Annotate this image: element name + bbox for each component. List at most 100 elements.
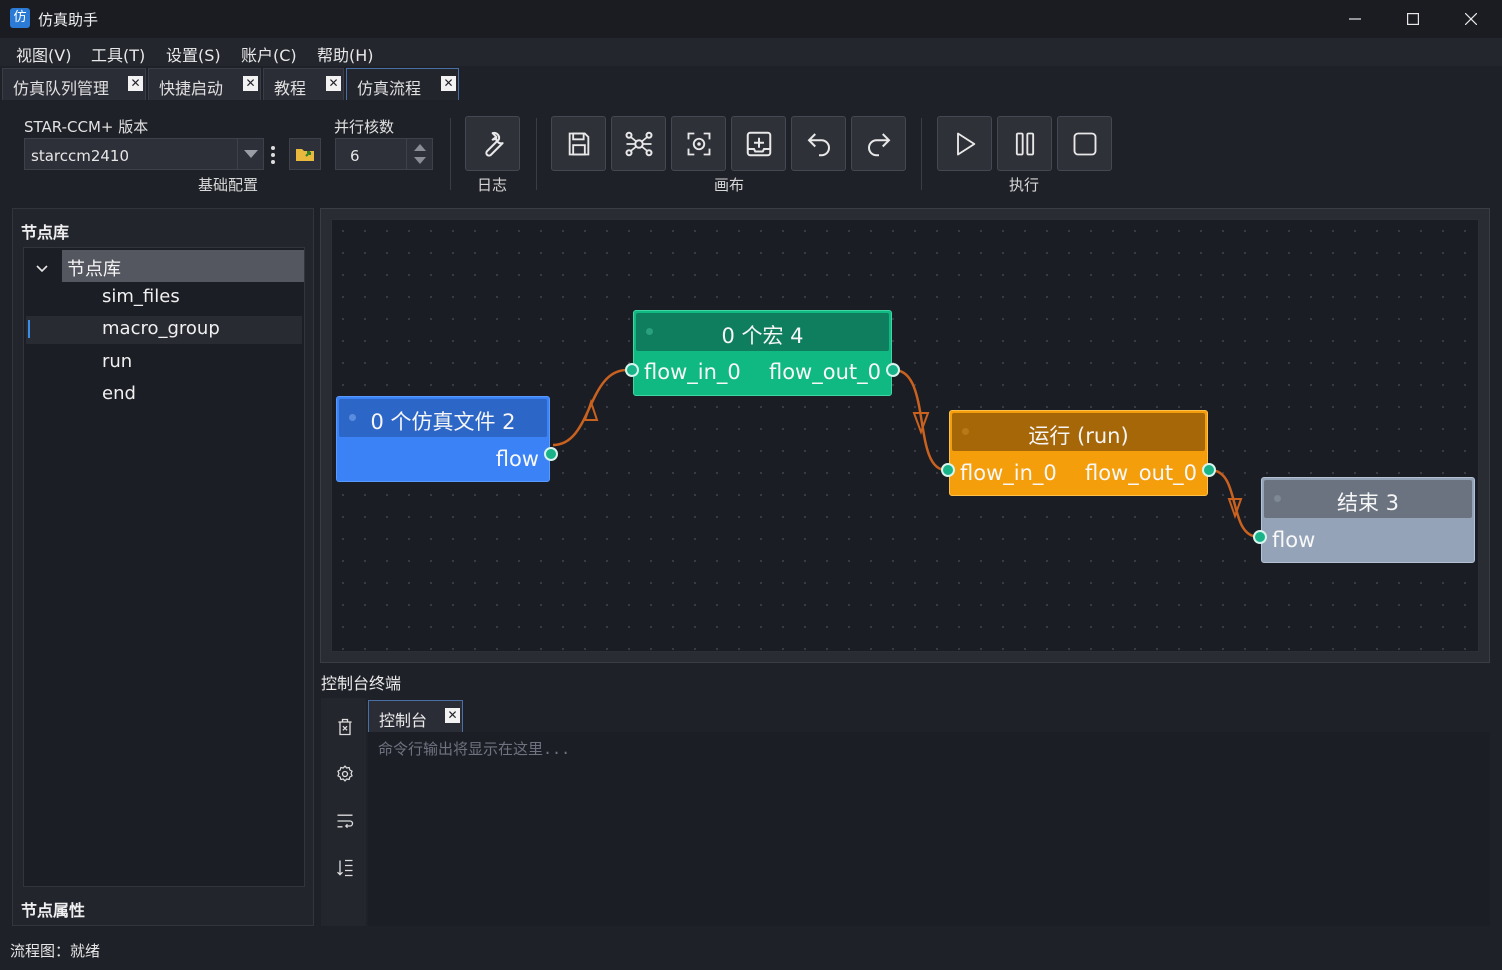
status-text: 流程图：就绪 <box>10 942 101 960</box>
fit-view-button[interactable] <box>671 116 726 171</box>
redo-button[interactable] <box>851 116 906 171</box>
menu-view[interactable]: 视图(V) <box>16 46 72 65</box>
edge-arrow <box>912 412 930 435</box>
add-node-button[interactable] <box>731 116 786 171</box>
minimize-button[interactable] <box>1326 0 1384 38</box>
node-status-dot <box>1274 495 1281 502</box>
menu-tools[interactable]: 工具(T) <box>91 46 146 65</box>
node-status-dot <box>962 428 969 435</box>
port-label-out: flow_out_0 <box>768 360 881 384</box>
version-select[interactable]: starccm2410 <box>24 138 264 170</box>
tree-root-label: 节点库 <box>67 259 121 280</box>
pause-button[interactable] <box>997 116 1052 171</box>
save-icon <box>568 132 589 155</box>
node-end[interactable]: 结束 3 flow <box>1253 477 1475 563</box>
more-options-icon[interactable] <box>270 144 276 166</box>
port-label-in: flow_in_0 <box>644 360 741 384</box>
toolbar-separator <box>921 118 922 190</box>
port-label-flow: flow <box>495 447 539 471</box>
browse-folder-button[interactable] <box>289 138 321 170</box>
input-port[interactable] <box>1253 530 1267 544</box>
tree-item-sim-files[interactable]: sim_files <box>26 284 302 312</box>
clear-console-icon[interactable] <box>334 716 356 738</box>
scroll-to-end-icon[interactable] <box>334 857 356 879</box>
output-port[interactable] <box>1202 463 1216 477</box>
tab-queue-management[interactable]: 仿真队列管理 ✕ <box>2 68 146 100</box>
tab-sim-flow[interactable]: 仿真流程 ✕ <box>346 68 459 100</box>
network-icon <box>625 131 652 156</box>
version-value: starccm2410 <box>31 147 130 165</box>
toolbar: STAR-CCM+ 版本 starccm2410 并行核数 6 基础配置 日志 <box>0 100 1502 200</box>
gear-icon[interactable] <box>334 763 356 785</box>
tab-label: 仿真流程 <box>357 79 422 98</box>
input-port[interactable] <box>625 363 639 377</box>
run-button[interactable] <box>937 116 992 171</box>
node-macro-group[interactable]: 0 个宏 4 flow_in_0 flow_out_0 <box>625 310 900 396</box>
status-bar: 流程图：就绪 <box>0 930 1502 970</box>
port-label-out: flow_out_0 <box>1084 461 1197 485</box>
menu-bar: 视图(V) 工具(T) 设置(S) 账户(C) 帮助(H) <box>0 38 1502 66</box>
node-title: 0 个仿真文件 2 <box>370 410 516 434</box>
node-properties-title: 节点属性 <box>21 901 86 920</box>
input-port[interactable] <box>941 463 955 477</box>
edge-arrow <box>583 398 599 421</box>
main-tab-bar: 仿真队列管理 ✕ 快捷启动 ✕ 教程 ✕ 仿真流程 ✕ <box>0 66 1502 100</box>
tree-item-end[interactable]: end <box>26 381 302 409</box>
close-icon[interactable]: ✕ <box>445 708 460 723</box>
stop-icon <box>1073 132 1096 155</box>
log-button[interactable] <box>465 116 520 171</box>
folder-icon <box>296 149 314 161</box>
tab-tutorial[interactable]: 教程 ✕ <box>263 68 344 100</box>
chevron-down-icon[interactable] <box>36 258 48 277</box>
cores-value: 6 <box>350 147 360 165</box>
add-box-icon <box>746 131 771 156</box>
tab-close-icon[interactable]: ✕ <box>243 76 258 91</box>
tree-item-label: run <box>102 351 133 372</box>
tree-item-run[interactable]: run <box>26 349 302 377</box>
save-button[interactable] <box>551 116 606 171</box>
tab-close-icon[interactable]: ✕ <box>128 76 143 91</box>
toolbar-separator <box>536 118 537 190</box>
run-group-label: 执行 <box>1009 176 1040 194</box>
tree-item-macro-group[interactable]: macro_group <box>26 316 302 344</box>
stop-button[interactable] <box>1057 116 1112 171</box>
tab-close-icon[interactable]: ✕ <box>326 76 341 91</box>
node-run[interactable]: 运行 (run) flow_in_0 flow_out_0 <box>941 410 1216 496</box>
output-port[interactable] <box>886 363 900 377</box>
tab-label: 教程 <box>274 79 307 98</box>
word-wrap-icon[interactable] <box>334 810 356 832</box>
tab-quick-launch[interactable]: 快捷启动 ✕ <box>148 68 261 100</box>
basic-config-label: 基础配置 <box>198 176 259 194</box>
chevron-down-icon[interactable] <box>237 139 263 169</box>
maximize-button[interactable] <box>1384 0 1442 38</box>
menu-settings[interactable]: 设置(S) <box>166 46 221 65</box>
log-group-label: 日志 <box>477 176 508 194</box>
spin-arrows[interactable] <box>406 139 432 169</box>
close-window-button[interactable] <box>1442 0 1500 38</box>
pause-icon <box>1015 132 1034 155</box>
console-section-title: 控制台终端 <box>321 674 402 693</box>
node-title: 0 个宏 4 <box>721 324 804 348</box>
cores-spinbox[interactable]: 6 <box>335 138 433 170</box>
edge-macro-to-run <box>893 368 947 472</box>
node-status-dot <box>349 414 356 421</box>
menu-account[interactable]: 账户(C) <box>241 46 297 65</box>
node-sim-files[interactable]: 0 个仿真文件 2 flow <box>336 396 558 482</box>
console-output[interactable]: 命令行输出将显示在这里... <box>368 732 1490 926</box>
node-header: 运行 (run) <box>952 413 1205 451</box>
flow-canvas[interactable]: 0 个仿真文件 2 flow 0 个宏 4 flow_in_0 flow_out… <box>331 219 1479 652</box>
tab-close-icon[interactable]: ✕ <box>441 76 456 91</box>
focus-icon <box>687 132 710 155</box>
tree-item-label: macro_group <box>102 318 220 339</box>
menu-help[interactable]: 帮助(H) <box>317 46 374 65</box>
tab-label: 仿真队列管理 <box>13 79 110 98</box>
edge-run-to-end <box>1209 468 1260 539</box>
selection-indicator <box>28 320 30 338</box>
auto-layout-button[interactable] <box>611 116 666 171</box>
tab-console[interactable]: 控制台 ✕ <box>368 700 463 732</box>
edges-layer <box>552 368 1260 539</box>
output-port[interactable] <box>544 447 558 461</box>
cores-label: 并行核数 <box>334 118 395 136</box>
undo-button[interactable] <box>791 116 846 171</box>
tree-root[interactable]: 节点库 <box>62 250 304 282</box>
